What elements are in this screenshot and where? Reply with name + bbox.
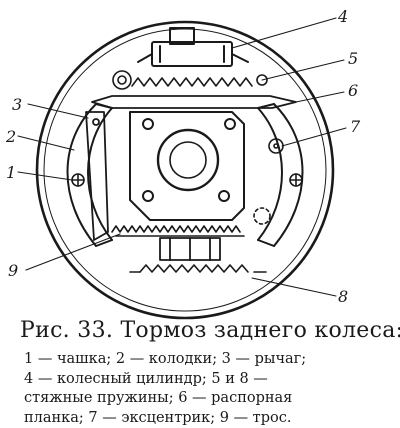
figure-caption-title: Рис. 33. Тормоз заднего колеса: xyxy=(20,318,398,343)
lower-anchor xyxy=(160,238,220,260)
legend-line: 4 — колесный цилиндр; 5 и 8 — xyxy=(24,370,396,390)
label-1: 1 xyxy=(6,163,16,182)
label-8: 8 xyxy=(338,287,348,306)
legend-line: стяжные пружины; 6 — распорная xyxy=(24,389,396,409)
legend-line: планка; 7 — эксцентрик; 9 — трос. xyxy=(24,409,396,428)
label-7: 7 xyxy=(350,117,361,136)
label-2: 2 xyxy=(5,127,16,146)
label-9: 9 xyxy=(8,261,18,280)
figure-legend: 1 — чашка; 2 — колодки; 3 — рычаг; 4 — к… xyxy=(24,350,396,428)
label-3: 3 xyxy=(12,95,22,114)
lower-return-spring xyxy=(130,265,266,272)
label-5: 5 xyxy=(348,49,358,68)
brake-shoes xyxy=(68,104,303,246)
leader-lines xyxy=(18,18,346,296)
upper-return-spring xyxy=(113,71,267,89)
cable-spring xyxy=(112,208,270,236)
hub-flange xyxy=(130,112,244,220)
wheel-cylinder xyxy=(138,28,248,66)
label-6: 6 xyxy=(348,81,358,100)
label-4: 4 xyxy=(337,7,348,26)
legend-line: 1 — чашка; 2 — колодки; 3 — рычаг; xyxy=(24,350,396,370)
